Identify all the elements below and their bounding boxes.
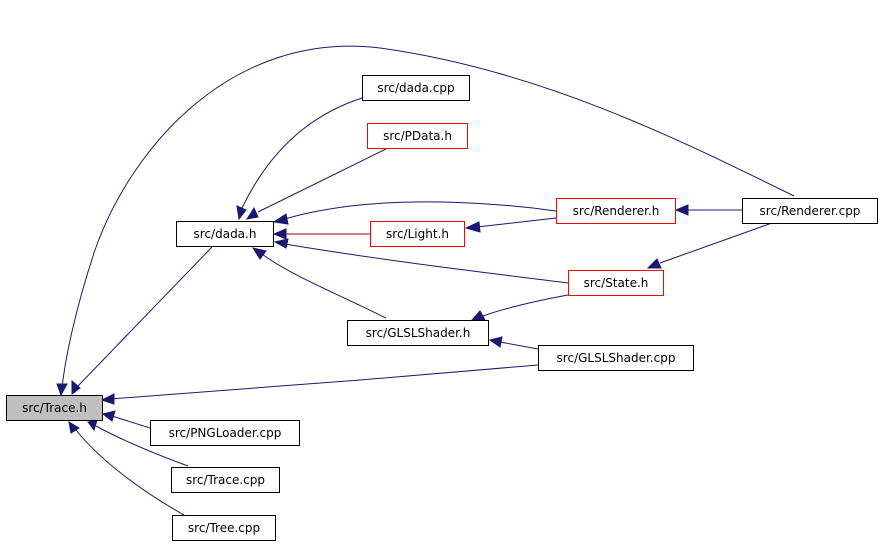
edge-state-h-to-dada-h — [284, 243, 569, 284]
node-pngloader-cpp[interactable]: src/PNGLoader.cpp — [150, 420, 300, 446]
edge-trace-cpp-to-trace-h — [95, 425, 189, 467]
edge-arrowhead — [646, 258, 662, 269]
node-trace-h: src/Trace.h — [6, 395, 103, 421]
edge-renderer-h-to-light-h — [476, 217, 557, 228]
edge-tree-cpp-to-trace-h — [75, 429, 185, 516]
edge-arrowhead — [71, 379, 81, 395]
edge-renderer-cpp-to-state-h — [659, 222, 773, 264]
node-dada-h[interactable]: src/dada.h — [176, 221, 274, 247]
node-renderer-h[interactable]: src/Renderer.h — [556, 198, 676, 224]
node-renderer-cpp[interactable]: src/Renderer.cpp — [742, 198, 878, 224]
edge-arrowhead — [488, 336, 503, 348]
edge-arrowhead — [245, 206, 259, 220]
edge-arrowhead — [56, 383, 68, 397]
node-light-h[interactable]: src/Light.h — [370, 221, 465, 247]
edge-glslshader-h-to-dada-h — [261, 253, 387, 319]
edge-arrowhead — [101, 410, 116, 422]
edge-dada-cpp-to-dada-h — [241, 97, 363, 209]
edge-glslshader-cpp-to-glslshader-h — [499, 341, 539, 350]
edge-arrowhead — [464, 221, 481, 233]
edge-arrowhead — [251, 247, 267, 260]
edge-arrowhead — [272, 228, 287, 240]
node-trace-cpp[interactable]: src/Trace.cpp — [171, 467, 280, 493]
edge-arrowhead — [273, 238, 289, 249]
edge-arrowhead — [674, 204, 689, 216]
node-state-h[interactable]: src/State.h — [568, 270, 664, 296]
node-dada-cpp[interactable]: src/dada.cpp — [362, 75, 470, 101]
node-pdata-h[interactable]: src/PData.h — [367, 123, 468, 149]
edge-arrowhead — [236, 205, 247, 221]
edge-renderer-cpp-to-trace-h — [61, 45, 795, 389]
edge-arrowhead — [470, 310, 486, 321]
edge-arrowhead — [87, 419, 98, 432]
edge-dada-h-to-trace-h — [77, 246, 213, 387]
edge-arrowhead — [100, 393, 115, 405]
node-glslshader-h[interactable]: src/GLSLShader.h — [347, 320, 489, 346]
edge-glslshader-cpp-to-trace-h — [109, 364, 539, 400]
node-tree-cpp[interactable]: src/Tree.cpp — [172, 515, 276, 541]
edge-pdata-h-to-dada-h — [257, 148, 387, 213]
edge-arrowhead — [272, 213, 289, 225]
edge-arrowhead — [68, 421, 80, 434]
edge-renderer-h-to-dada-h — [284, 201, 557, 220]
node-glslshader-cpp[interactable]: src/GLSLShader.cpp — [538, 345, 694, 371]
edge-pngloader-cpp-to-trace-h — [111, 415, 151, 429]
edge-state-h-to-glslshader-h — [482, 294, 569, 317]
